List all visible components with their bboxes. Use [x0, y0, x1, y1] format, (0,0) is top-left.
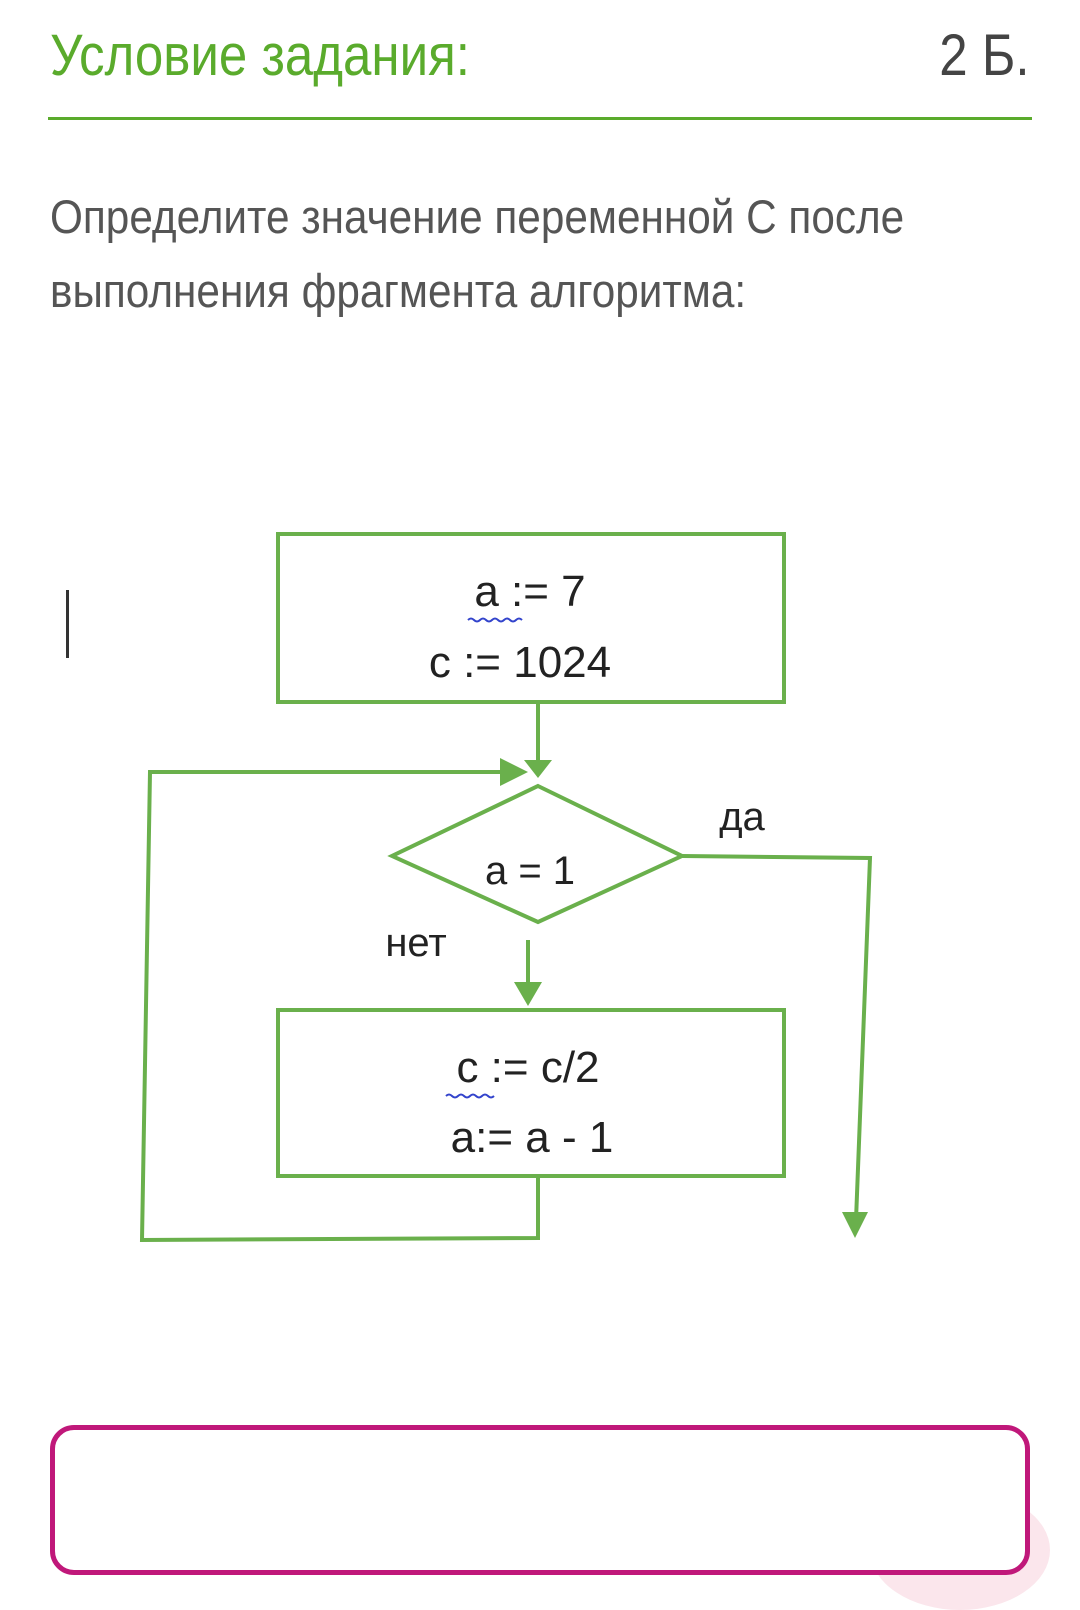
flowchart-diagram: a := 7 c := 1024 a = 1 да нет c := c/2 a… [139, 532, 873, 1243]
init-line-a: a := 7 [474, 567, 585, 616]
spellcheck-underline [467, 617, 523, 623]
condition-diamond [387, 783, 687, 925]
body-line-c: c := c/2 [456, 1043, 599, 1092]
loop-back-line [139, 770, 540, 1243]
init-line-c: c := 1024 [429, 638, 611, 687]
question-text: Определите значение переменной С после в… [50, 190, 905, 317]
yes-exit-line [681, 854, 873, 1221]
init-block [276, 532, 786, 704]
body-block [276, 1008, 786, 1178]
arrow-head-right [500, 758, 528, 786]
task-condition-title: Условие задания: [50, 23, 470, 88]
spellcheck-underline [445, 1093, 495, 1099]
body-line-a: a:= a - 1 [451, 1113, 614, 1162]
arrow-head-down-1 [524, 760, 552, 778]
no-label: нет [385, 921, 446, 965]
yes-label: да [719, 795, 765, 839]
answer-input[interactable] [50, 1425, 1030, 1575]
condition-text: a = 1 [485, 849, 575, 893]
title-divider [48, 117, 1032, 120]
arrow-head-down-2 [514, 982, 542, 1006]
text-cursor [66, 590, 69, 658]
arrow-head-down-3 [842, 1212, 868, 1238]
task-points: 2 Б. [939, 23, 1030, 88]
